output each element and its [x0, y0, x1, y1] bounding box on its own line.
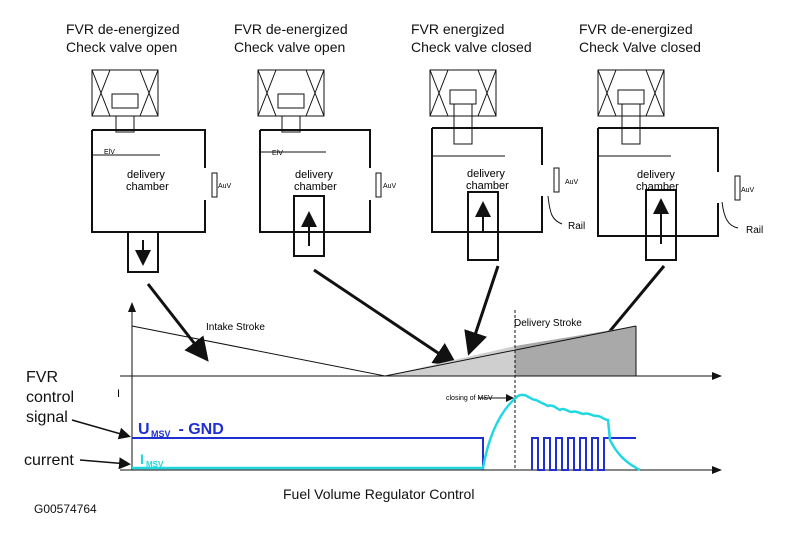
header-state-2-line1: FVR de-energized: [234, 21, 348, 37]
umsv-label-sub: MSV: [151, 429, 171, 439]
voltage-trace: [132, 437, 484, 470]
stroke-chart: Intake Stroke Delivery Stroke: [120, 302, 722, 470]
figure-title: Fuel Volume Regulator Control: [283, 486, 475, 502]
header-state-2-line2: Check valve open: [234, 39, 346, 55]
header-state-4-line1: FVR de-energized: [579, 21, 693, 37]
pwm-pulse-trace: [531, 437, 636, 471]
closing-msv-label: closing of MSV: [446, 395, 493, 402]
fvr-label-line3: signal: [26, 409, 68, 426]
header-state-2: FVR de-energized Check valve open: [234, 20, 348, 56]
header-state-1-line2: Check valve open: [66, 39, 178, 55]
header-state-3-line2: Check valve closed: [411, 39, 532, 55]
current-trace: [132, 393, 641, 472]
fvr-signal-arrow: [71, 419, 131, 440]
header-state-4: FVR de-energized Check Valve closed: [579, 20, 701, 56]
delivery-label-3: delivery: [467, 168, 505, 180]
pointer-arrow-1: [146, 283, 209, 362]
chamber-label-4: chamber: [636, 181, 679, 193]
fvr-label-line2: control: [26, 389, 75, 406]
delivery-label-2: delivery: [295, 169, 333, 181]
rail-label-4: Rail: [746, 225, 763, 236]
header-state-1: FVR de-energized Check valve open: [66, 20, 180, 56]
delivery-label-1: delivery: [127, 169, 165, 181]
chamber-label-2: chamber: [294, 181, 337, 193]
solenoid-coil-3: [429, 69, 497, 145]
rail-label-3: Rail: [568, 221, 585, 232]
elv-label-2: ElV: [272, 150, 283, 157]
umsv-label-main: U: [138, 421, 150, 438]
pointer-arrow-3: [464, 265, 500, 356]
pump-diagram-1: ElV AuV delivery chamber: [91, 69, 232, 273]
header-state-3-line1: FVR energized: [411, 21, 505, 37]
elv-label-1: ElV: [104, 149, 115, 156]
pump-diagram-3: AuV delivery chamber Rail: [429, 69, 585, 261]
delivery-label-4: delivery: [637, 169, 675, 181]
auv-label-4: AuV: [741, 187, 755, 194]
pump-body-1: [91, 129, 218, 273]
chamber-label-3: chamber: [466, 180, 509, 192]
current-label: current: [24, 452, 74, 469]
current-arrow: [79, 457, 131, 470]
pointer-arrow-2: [313, 268, 458, 367]
auv-label-1: AuV: [218, 183, 232, 190]
figure-code: G00574764: [34, 502, 97, 516]
delivery-stroke-label: Delivery Stroke: [514, 318, 582, 329]
intake-stroke-label: Intake Stroke: [206, 322, 265, 333]
auv-label-3: AuV: [565, 179, 579, 186]
fvr-control-signal-label: FVR control signal: [26, 368, 74, 428]
pump-body-3: [431, 127, 563, 261]
umsv-label-rest: - GND: [174, 421, 224, 438]
signal-chart: I closing of MSV U MSV - GND I MSV: [71, 310, 722, 474]
auv-label-2: AuV: [383, 183, 397, 190]
solenoid-coil-4: [597, 69, 665, 145]
header-state-4-line2: Check Valve closed: [579, 39, 701, 55]
imsv-label-main: I: [140, 451, 144, 467]
imsv-label-sub: MSV: [146, 460, 164, 469]
delivery-area-light: [385, 346, 515, 376]
header-state-3: FVR energized Check valve closed: [411, 20, 532, 56]
delivery-area-dark: [515, 326, 636, 376]
chamber-label-1: chamber: [126, 181, 169, 193]
fvr-label-line1: FVR: [26, 369, 58, 386]
pump-body-2: [259, 129, 382, 257]
solenoid-coil-2: [257, 69, 325, 133]
axis-current-label: I: [117, 388, 120, 400]
solenoid-coil-1: [91, 69, 159, 133]
header-state-1-line1: FVR de-energized: [66, 21, 180, 37]
pump-diagram-4: AuV delivery chamber Rail: [597, 69, 763, 261]
pump-body-4: [597, 127, 741, 261]
pump-diagram-2: ElV AuV delivery chamber: [257, 69, 397, 257]
